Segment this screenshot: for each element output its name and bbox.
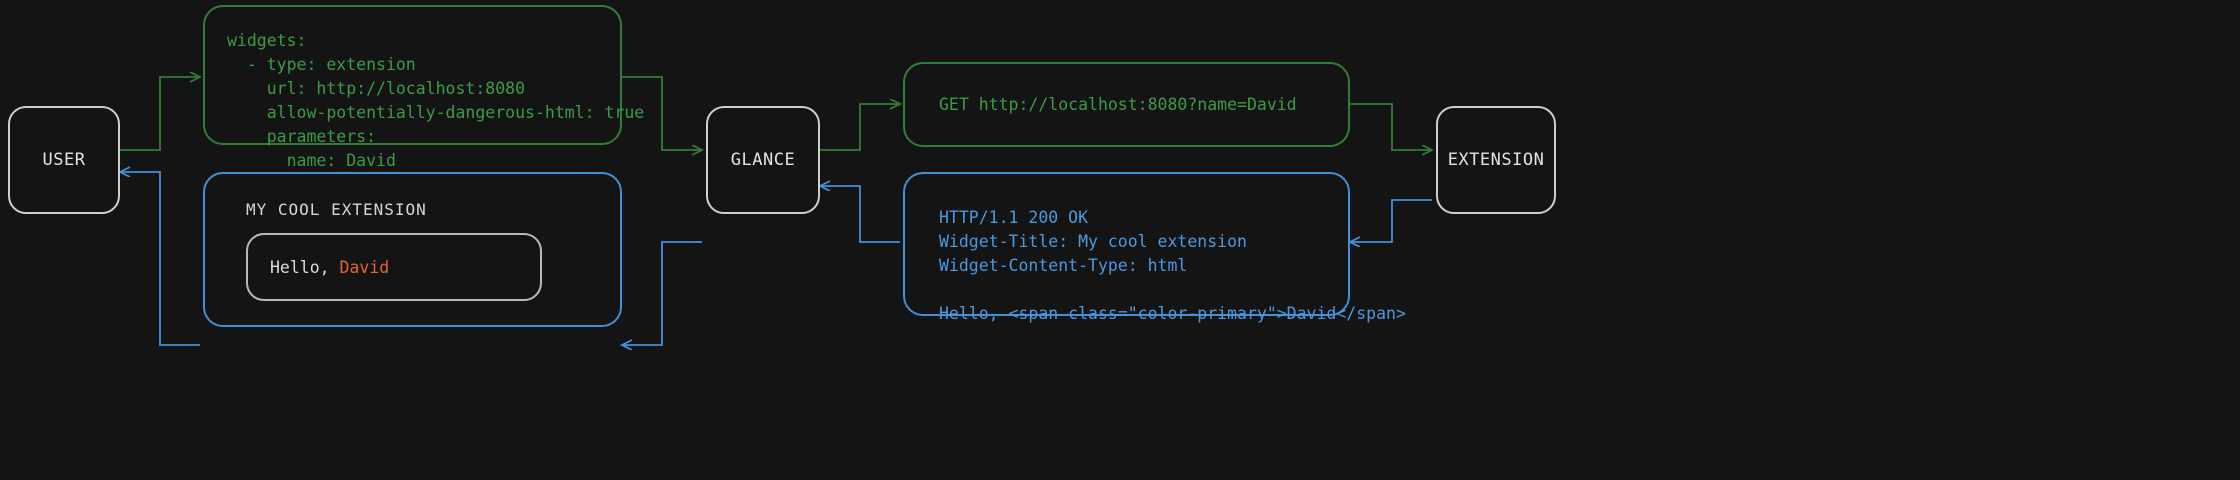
wire-response-to-glance (820, 186, 900, 243)
wire-widget-to-user (120, 172, 200, 346)
wire-glance-to-request (820, 104, 900, 151)
http-request-code: GET http://localhost:8080?name=David (939, 94, 1297, 114)
bubble-widget-preview[interactable]: MY COOL EXTENSION Hello, David (203, 172, 622, 327)
widget-accent-name: David (339, 257, 390, 277)
http-response-code: HTTP/1.1 200 OK Widget-Title: My cool ex… (939, 208, 1406, 323)
widget-preview-card: Hello, David (246, 233, 542, 301)
widget-preview-body: Hello, David (248, 258, 389, 277)
node-glance-label: GLANCE (730, 150, 796, 170)
widget-preview-title: MY COOL EXTENSION (246, 200, 427, 219)
node-extension-label: EXTENSION (1447, 150, 1545, 170)
node-user-label: USER (42, 150, 86, 170)
bubble-http-response[interactable]: HTTP/1.1 200 OK Widget-Title: My cool ex… (903, 172, 1406, 323)
bubble-http-request[interactable]: GET http://localhost:8080?name=David (903, 62, 1350, 147)
wire-request-to-extension (1350, 103, 1432, 150)
node-user[interactable]: USER (8, 106, 120, 214)
config-yaml-code: widgets: - type: extension url: http://l… (227, 31, 645, 170)
node-extension[interactable]: EXTENSION (1436, 106, 1556, 214)
node-glance[interactable]: GLANCE (706, 106, 820, 214)
wire-glance-to-widget (622, 241, 702, 345)
widget-greeting-text: Hello, (270, 257, 340, 277)
wire-user-to-config (120, 77, 200, 151)
bubble-config-yaml[interactable]: widgets: - type: extension url: http://l… (203, 5, 644, 170)
wire-extension-to-response (1350, 199, 1432, 242)
